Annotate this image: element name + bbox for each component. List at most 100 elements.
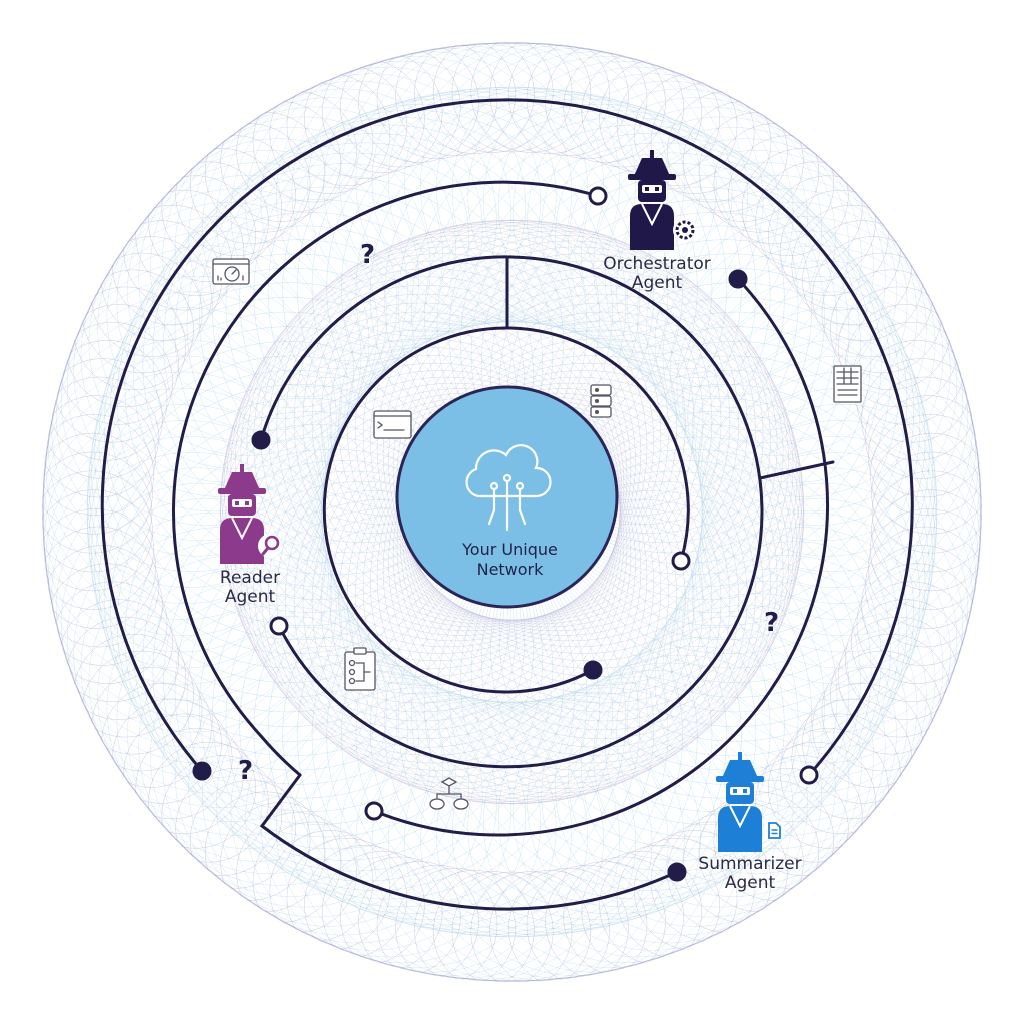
pattern-loop (302, 220, 704, 621)
pattern-loop (55, 467, 337, 749)
pattern-loop (871, 432, 982, 554)
pattern-loop (338, 223, 739, 625)
orchestrator-label-line2: Agent (631, 273, 683, 293)
pattern-loop (186, 124, 588, 526)
document-icon (763, 819, 785, 841)
pattern-loop (581, 626, 862, 908)
pattern-loop (320, 220, 722, 621)
pattern-loop (791, 698, 913, 820)
pattern-loop (700, 404, 981, 685)
pattern-loop (662, 527, 944, 808)
pattern-loop (339, 43, 620, 324)
pattern-rim (42, 42, 982, 982)
maze-endpoints (192, 186, 819, 882)
pattern-loop (460, 480, 861, 882)
summarizer-agent-label: Summarizer Agent (685, 855, 815, 893)
pattern-loop (870, 489, 982, 610)
pattern-loop (202, 654, 483, 936)
pattern-loop (123, 189, 244, 311)
center-label: Your Unique Network (405, 540, 615, 580)
pattern-loop (568, 636, 849, 918)
pattern-loop (396, 346, 798, 748)
pattern-loop (235, 260, 636, 662)
pattern-loop (713, 123, 835, 244)
pattern-loop (97, 188, 378, 469)
pattern-loop (527, 80, 808, 362)
pattern-loop (382, 253, 784, 654)
pattern-loop (42, 489, 154, 610)
pattern-loop (355, 392, 756, 794)
pattern-loop (339, 700, 620, 981)
summarizer-label-line1: Summarizer (698, 854, 802, 874)
pattern-loop (695, 436, 976, 717)
pattern-loop (392, 355, 794, 756)
endpoint-open (364, 801, 384, 821)
orchestrator-label-line1: Orchestrator (603, 254, 711, 274)
pattern-loop (123, 713, 244, 835)
pattern-loop (43, 404, 324, 685)
endpoint-open (588, 186, 608, 206)
pattern-loop (424, 506, 825, 908)
orchestrator-agent-icon (628, 150, 697, 250)
pattern-loop (42, 451, 153, 573)
pattern-loop (291, 51, 573, 333)
pattern-loop (662, 216, 944, 497)
pattern-loop (240, 253, 642, 654)
hierarchy-icon (429, 777, 469, 810)
database-icon (590, 384, 612, 418)
pattern-loop (138, 605, 419, 886)
pattern-loop (780, 713, 901, 835)
endpoint-filled (192, 761, 212, 781)
pattern-loop (654, 202, 936, 483)
question-mark: ? (238, 756, 254, 786)
pattern-loop (204, 791, 326, 913)
reader-agent-icon (218, 464, 282, 564)
pattern-loop (43, 339, 324, 620)
pattern-loop (436, 124, 838, 526)
pattern-loop (768, 175, 889, 296)
pattern-loop (682, 482, 963, 764)
pattern-loop (355, 701, 637, 982)
pattern-loop (175, 106, 456, 388)
pattern-loop (135, 175, 256, 296)
pattern-loop (163, 142, 564, 544)
pattern-loop (148, 161, 269, 283)
pattern-loop (42, 508, 157, 629)
pattern-loop (245, 66, 526, 348)
pattern-loop (42, 470, 153, 592)
pattern-loop (636, 568, 918, 849)
pattern-loop (636, 175, 918, 456)
pattern-loop (226, 276, 628, 678)
pattern-loop (728, 135, 849, 256)
pattern-loop (293, 221, 695, 623)
pattern-loop (174, 133, 576, 534)
summarizer-label-line2: Agent (724, 873, 776, 893)
pattern-loop (189, 780, 311, 901)
endpoint-filled (583, 660, 603, 680)
pattern-loop (370, 240, 771, 642)
pattern-loop (127, 593, 408, 874)
pattern-loop (646, 188, 927, 469)
pattern-loop (388, 260, 789, 662)
pattern-loop (340, 46, 461, 168)
pattern-loop (260, 388, 662, 789)
pattern-loop (865, 526, 982, 648)
cloud-network-icon (465, 444, 552, 532)
pattern-loop (371, 701, 653, 982)
pattern-loop (698, 111, 820, 233)
pattern-loop (451, 871, 573, 982)
pattern-loop (451, 42, 573, 153)
maze-path-outer (100, 98, 914, 777)
pattern-loop (362, 235, 764, 636)
endpoint-open (269, 616, 289, 636)
pattern-loop (768, 728, 889, 849)
magnifier-icon (258, 534, 282, 558)
pattern-loop (388, 362, 789, 764)
pattern-loop (555, 646, 836, 927)
pattern-loop (404, 700, 685, 981)
pattern-loop (148, 741, 269, 863)
pattern-loop (526, 42, 648, 159)
pattern-loop (856, 563, 978, 684)
pattern-loop (527, 662, 808, 944)
pattern-loop (355, 42, 637, 323)
